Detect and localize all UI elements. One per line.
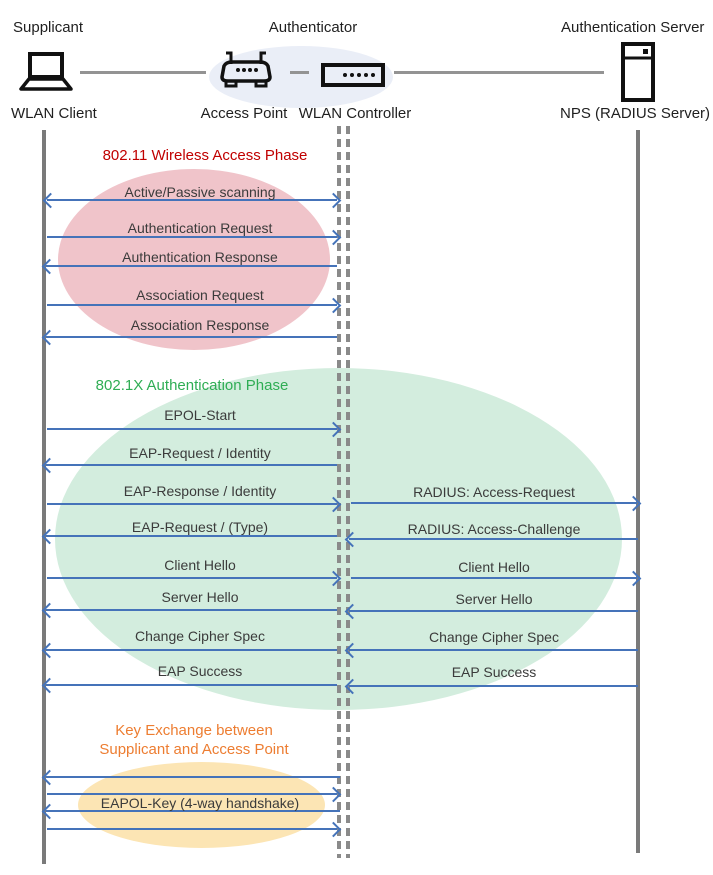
arrow-key-exchange-4 xyxy=(47,821,342,838)
arrow-change-cipher-left xyxy=(41,642,337,659)
access-point-icon xyxy=(214,48,278,92)
phase-title-auth: 802.1X Authentication Phase xyxy=(95,377,289,394)
role-supplicant: Supplicant xyxy=(13,19,84,36)
label-eap-success-left: EAP Success xyxy=(157,663,243,679)
arrow-association-response xyxy=(41,329,337,346)
arrow-server-hello-right xyxy=(344,603,638,620)
arrow-change-cipher-right xyxy=(344,642,638,659)
arrow-scanning xyxy=(42,192,342,209)
label-client-hello-left: Client Hello xyxy=(164,557,236,573)
arrow-eap-request-type xyxy=(41,528,337,545)
laptop-icon xyxy=(13,51,79,93)
label-client-hello-right: Client Hello xyxy=(458,559,530,575)
lifeline-authenticator-left xyxy=(337,126,341,858)
phase-title-key-line2: Supplicant and Access Point xyxy=(99,741,289,758)
phase-title-wireless: 802.11 Wireless Access Phase xyxy=(102,147,308,164)
label-association-request: Association Request xyxy=(136,287,264,303)
label-scanning: Active/Passive scanning xyxy=(124,184,276,200)
device-wlan-client: WLAN Client xyxy=(11,105,97,122)
label-eap-response-identity: EAP-Response / Identity xyxy=(123,483,277,499)
label-server-hello-right: Server Hello xyxy=(455,591,533,607)
arrow-server-hello-left xyxy=(41,602,337,619)
label-radius-access-challenge: RADIUS: Access-Challenge xyxy=(407,521,581,537)
authenticator-highlight-ellipse xyxy=(209,46,393,108)
arrow-radius-access-request xyxy=(351,495,642,512)
label-server-hello-left: Server Hello xyxy=(161,589,239,605)
wlan-controller-icon xyxy=(321,63,385,87)
role-authentication-server: Authentication Server xyxy=(561,19,705,36)
arrow-eap-request-identity xyxy=(41,457,337,474)
arrow-association-request xyxy=(47,297,342,314)
lifeline-server xyxy=(636,130,640,853)
label-authentication-request: Authentication Request xyxy=(127,220,273,236)
label-radius-access-request: RADIUS: Access-Request xyxy=(413,484,575,500)
arrow-client-hello-right xyxy=(351,570,642,587)
device-nps: NPS (RADIUS Server) xyxy=(560,105,711,122)
server-icon xyxy=(620,41,656,103)
label-eap-request-identity: EAP-Request / Identity xyxy=(129,445,271,461)
device-wlan-controller: WLAN Controller xyxy=(298,105,412,122)
lifeline-supplicant xyxy=(42,130,46,864)
label-epol-start: EPOL-Start xyxy=(164,407,236,423)
label-change-cipher-right: Change Cipher Spec xyxy=(429,629,559,645)
label-eap-success-right: EAP Success xyxy=(451,664,537,680)
connector-controller-server xyxy=(394,71,604,74)
arrow-authentication-request xyxy=(47,229,342,246)
device-access-point: Access Point xyxy=(200,105,288,122)
lifeline-authenticator-right xyxy=(346,126,350,858)
arrow-eap-response-identity xyxy=(47,496,342,513)
label-eap-request-type: EAP-Request / (Type) xyxy=(131,519,269,535)
arrow-key-exchange-3 xyxy=(41,803,340,820)
arrow-client-hello-left xyxy=(47,570,342,587)
arrow-key-exchange-2 xyxy=(47,786,342,803)
arrow-epol-start xyxy=(47,421,342,438)
arrow-radius-access-challenge xyxy=(344,531,638,548)
arrow-eap-success-left xyxy=(41,677,337,694)
connector-client-ap xyxy=(80,71,206,74)
phase-title-key-line1: Key Exchange between xyxy=(115,722,273,739)
label-association-response: Association Response xyxy=(130,317,270,333)
label-authentication-response: Authentication Response xyxy=(122,249,278,265)
connector-ap-controller xyxy=(290,71,309,74)
arrow-key-exchange-1 xyxy=(41,769,340,786)
label-eapol-key: EAPOL-Key (4-way handshake) xyxy=(100,795,300,811)
arrow-authentication-response xyxy=(41,258,337,275)
role-authenticator: Authenticator xyxy=(268,19,358,36)
arrow-eap-success-right xyxy=(344,678,638,695)
label-change-cipher-left: Change Cipher Spec xyxy=(135,628,265,644)
